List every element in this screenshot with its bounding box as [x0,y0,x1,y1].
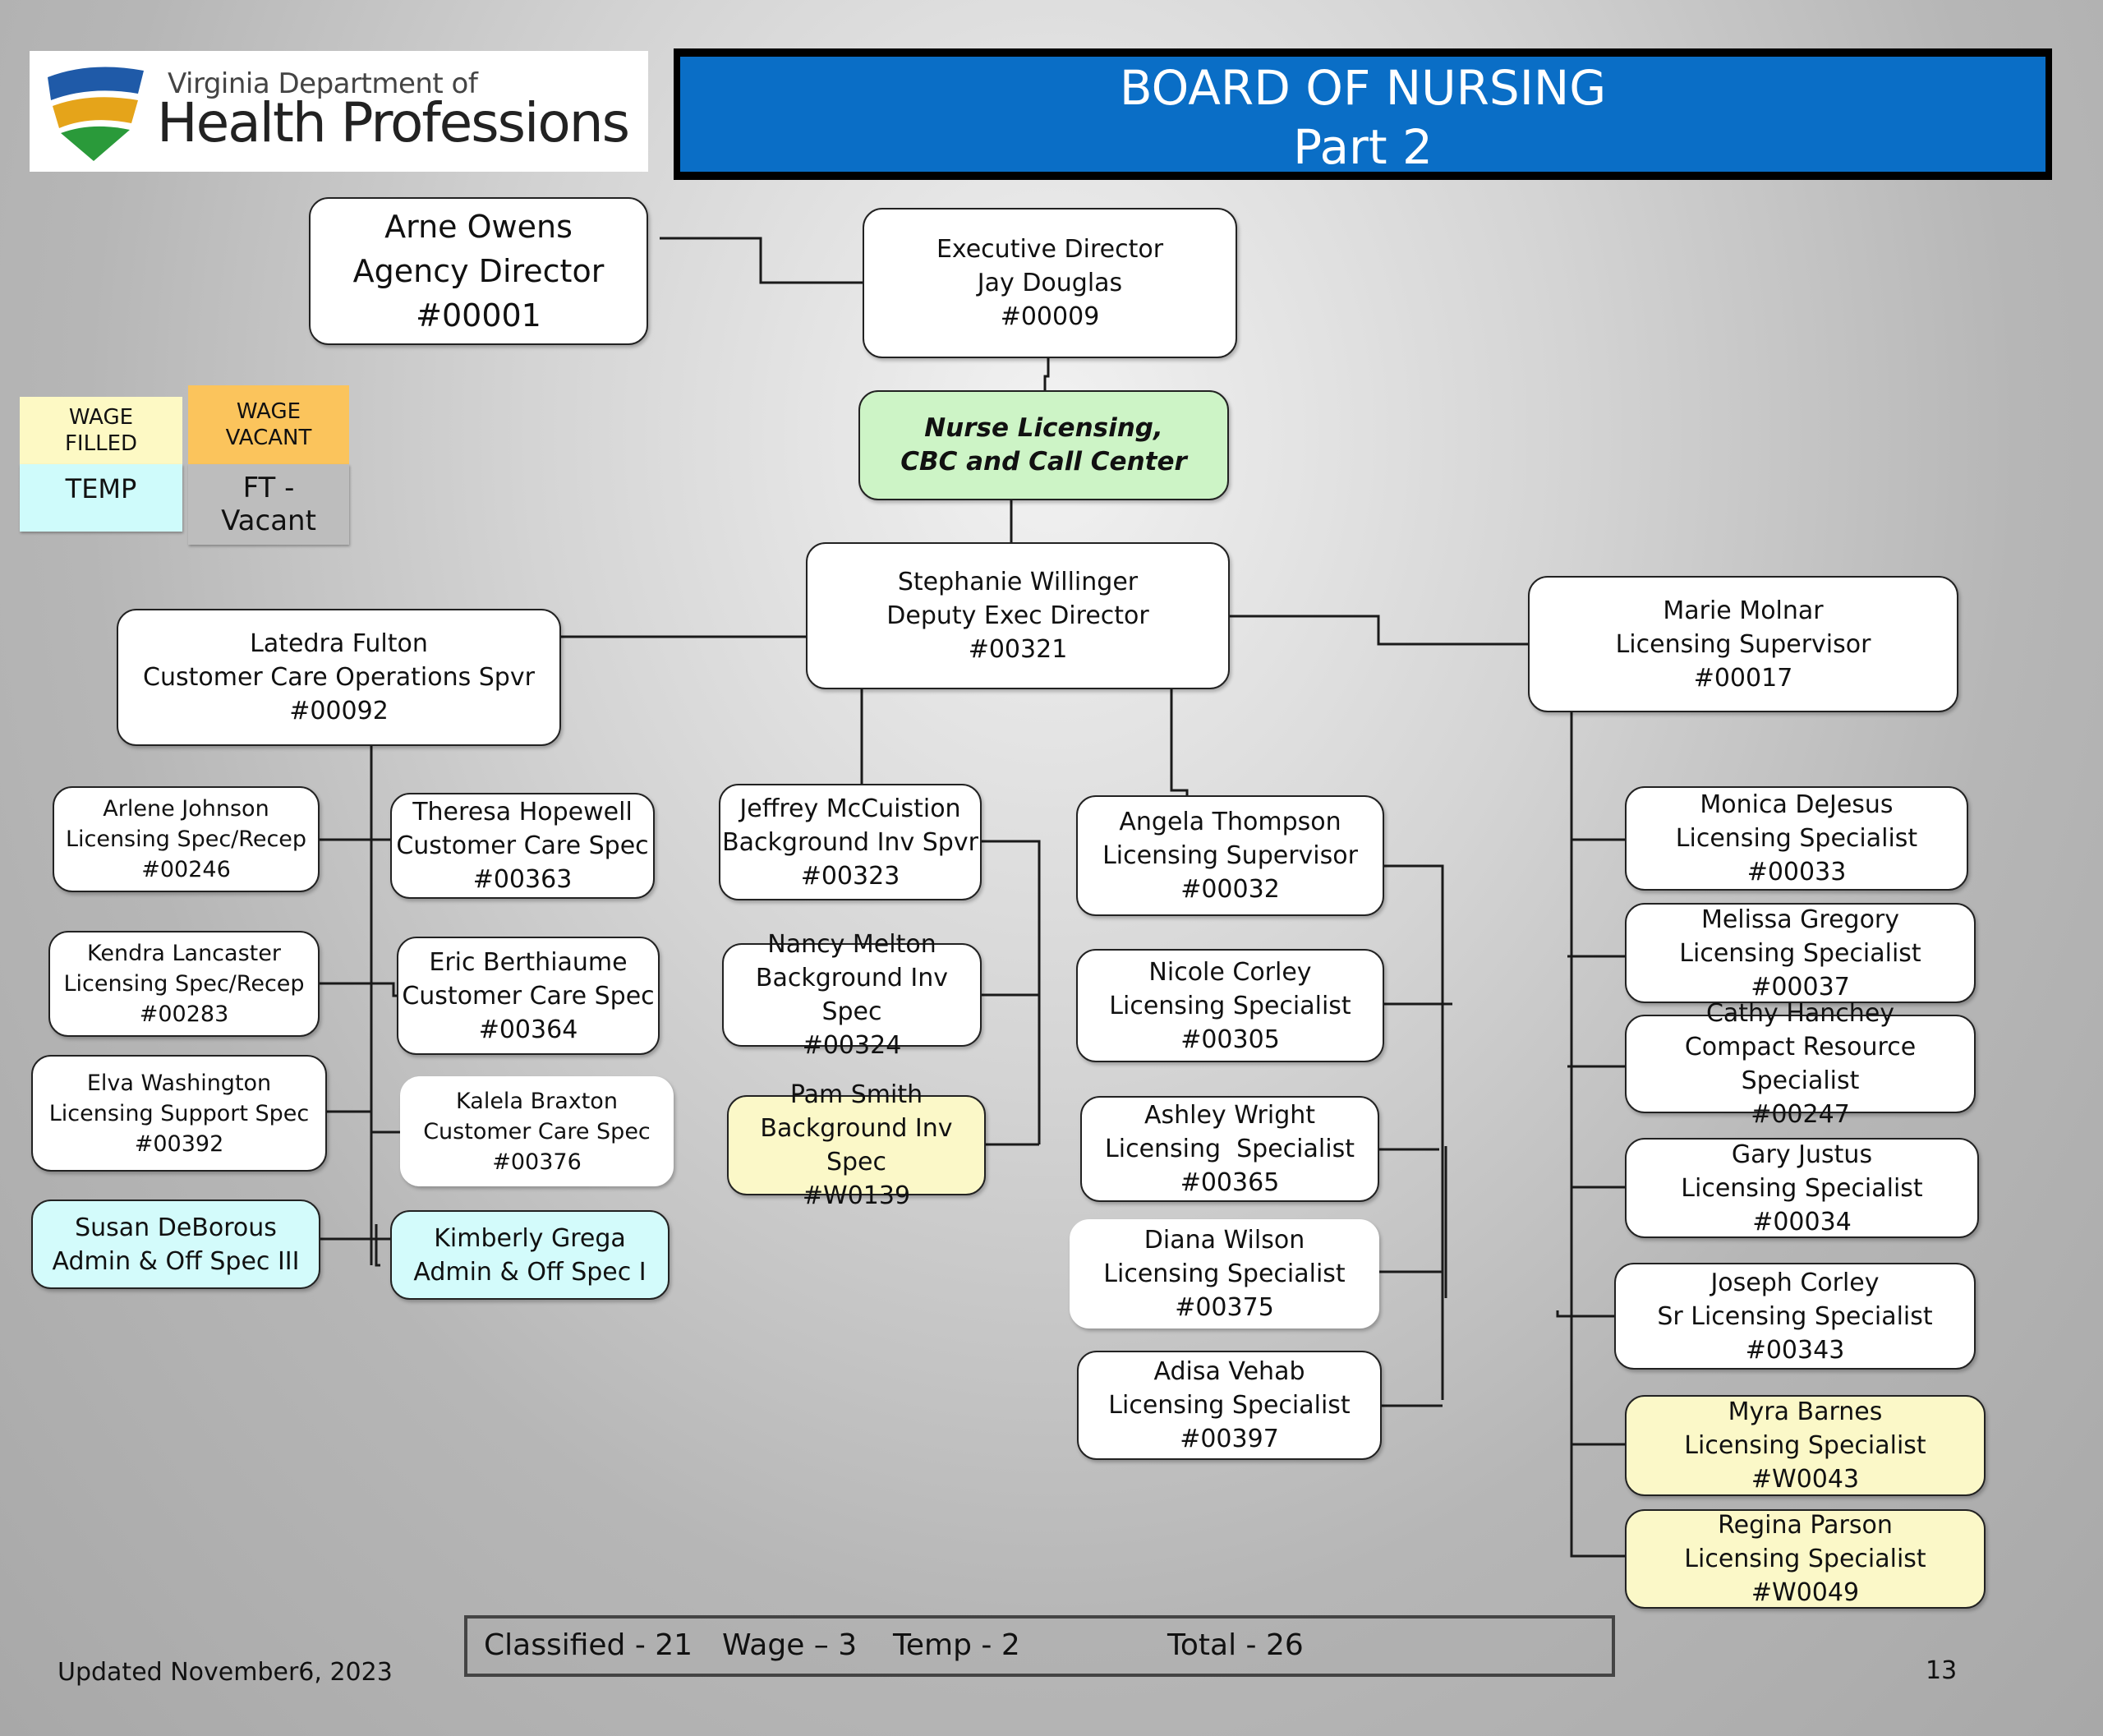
node-agency-director: Arne Owens Agency Director #00001 [309,197,648,345]
node-myra-barnes: Myra Barnes Licensing Specialist #W0043 [1625,1395,1986,1496]
legend-wage-vacant: WAGE VACANT [188,385,349,464]
node-jeffrey-mccuistion: Jeffrey McCuistion Background Inv Spvr #… [719,784,982,900]
node-eric-berthiaume: Eric Berthiaume Customer Care Spec #0036… [397,937,660,1055]
node-nicole-corley: Nicole Corley Licensing Specialist #0030… [1076,949,1384,1062]
node-kalela-braxton: Kalela Braxton Customer Care Spec #00376 [400,1076,674,1186]
title-line2: Part 2 [1293,119,1433,175]
node-latedra-fulton: Latedra Fulton Customer Care Operations … [117,609,561,746]
node-elva-washington: Elva Washington Licensing Support Spec #… [31,1055,327,1172]
node-susan-deborous: Susan DeBorous Admin & Off Spec III [31,1200,320,1289]
summary-wage: Wage – 3 [722,1628,858,1662]
connector-deputy-marie [1230,615,1528,646]
node-department: Nurse Licensing, CBC and Call Center [858,390,1229,500]
node-kimberly-grega: Kimberly Grega Admin & Off Spec I [390,1210,670,1300]
title-line1: BOARD OF NURSING [1119,60,1607,116]
connector-deputy-angela [1170,689,1189,795]
node-ashley-wright: Ashley Wright Licensing Specialist #0036… [1080,1096,1379,1202]
node-deputy-director: Stephanie Willinger Deputy Exec Director… [806,542,1230,689]
node-joseph-corley: Joseph Corley Sr Licensing Specialist #0… [1614,1263,1976,1370]
dhp-logo: Virginia Department of Health Profession… [30,51,648,172]
summary-total: Total - 26 [1167,1628,1304,1662]
node-regina-parson: Regina Parson Licensing Specialist #W004… [1625,1509,1986,1609]
node-melissa-gregory: Melissa Gregory Licensing Specialist #00… [1625,903,1976,1003]
connector-marie-trunk [1570,712,1625,1558]
node-exec-director: Executive Director Jay Douglas #00009 [863,208,1237,358]
logo-line2: Health Professions [157,91,630,154]
connector-exec-dept [1043,358,1050,390]
summary-temp: Temp - 2 [893,1628,1020,1662]
title-banner: BOARD OF NURSING Part 2 [674,48,2052,180]
node-diana-wilson: Diana Wilson Licensing Specialist #00375 [1070,1219,1379,1328]
connector-agency-exec [660,237,863,284]
node-theresa-hopewell: Theresa Hopewell Customer Care Spec #003… [390,793,655,899]
node-pam-smith: Pam Smith Background Inv Spec #W0139 [727,1080,986,1210]
node-adisa-vehab: Adisa Vehab Licensing Specialist #00397 [1077,1351,1382,1460]
legend: WAGE FILLED TEMP WAGE VACANT FT - Vacant [20,385,349,545]
node-nancy-melton: Nancy Melton Background Inv Spec #00324 [722,930,982,1060]
logo-line1: Virginia Department of [168,67,478,100]
legend-ft-vacant: FT - Vacant [188,464,349,545]
connector-jeffrey-trunk [982,840,1041,1144]
node-kendra-lancaster: Kendra Lancaster Licensing Spec/Recep #0… [48,931,320,1037]
legend-wage-filled: WAGE FILLED [20,397,182,464]
node-arlene-johnson: Arlene Johnson Licensing Spec/Recep #002… [53,786,320,892]
node-marie-molnar: Marie Molnar Licensing Supervisor #00017 [1528,576,1958,712]
connector-angela-trunk [1376,864,1444,1400]
node-gary-justus: Gary Justus Licensing Specialist #00034 [1625,1138,1979,1238]
legend-temp: TEMP [20,464,182,532]
page-number: 13 [1926,1656,1958,1685]
node-cathy-hanchey: Cathy Hanchey Compact Resource Specialis… [1625,999,1976,1129]
dhp-logo-icon [48,67,144,161]
headcount-summary: Classified - 21 Wage – 3 Temp - 2 Total … [464,1615,1615,1677]
node-monica-dejesus: Monica DeJesus Licensing Specialist #000… [1625,786,1968,891]
node-angela-thompson: Angela Thompson Licensing Supervisor #00… [1076,795,1384,916]
summary-classified: Classified - 21 [484,1628,693,1662]
updated-date: Updated November6, 2023 [58,1658,393,1687]
